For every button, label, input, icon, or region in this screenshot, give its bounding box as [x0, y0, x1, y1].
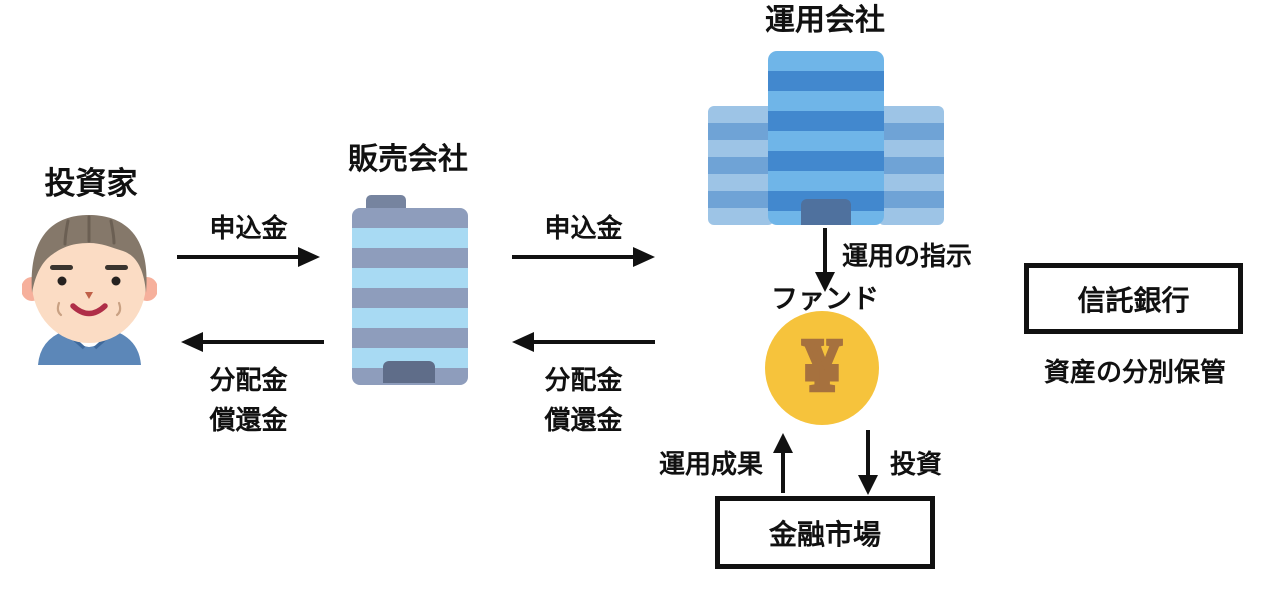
financial-market-box: 金融市場 [715, 496, 935, 569]
yen-coin-icon: ¥ [765, 311, 879, 425]
distribution-money-label-1: 分配金 [209, 366, 288, 395]
sales-company-building-icon [352, 195, 468, 385]
investor-label: 投資家 [44, 166, 138, 201]
trust-bank-box: 信託銀行 [1024, 263, 1243, 334]
arrow-market-to-fund [773, 433, 793, 493]
arrow-management-to-fund [815, 228, 835, 292]
building-left-wing [708, 106, 774, 225]
investment-label: 投資 [889, 450, 942, 479]
arrowhead-down [858, 475, 878, 495]
arrowhead-right [298, 247, 320, 267]
subscription-money-label-1: 申込金 [209, 214, 288, 243]
fund-label: ファンド [771, 284, 879, 314]
financial-market-label: 金融市場 [768, 519, 881, 551]
management-company-building-icon [708, 51, 944, 225]
building-right-wing [878, 106, 944, 225]
arrow-sales-to-investor [181, 332, 324, 352]
arrow-sales-to-management [512, 247, 655, 267]
distribution-money-label-2: 分配金 [544, 366, 623, 395]
arrow-investor-to-sales [177, 247, 320, 267]
redemption-money-label-1: 償還金 [209, 406, 288, 435]
investor-person-icon [22, 215, 157, 365]
subscription-money-label-2: 申込金 [544, 214, 623, 243]
arrow-fund-to-market [858, 430, 878, 495]
arrowhead-right [633, 247, 655, 267]
management-company-label: 運用会社 [765, 4, 885, 37]
redemption-money-label-2: 償還金 [544, 406, 623, 435]
management-results-label: 運用成果 [658, 450, 763, 479]
arrowhead-down [815, 272, 835, 292]
asset-custody-caption: 資産の分別保管 [1043, 358, 1226, 387]
arrowhead-left [181, 332, 203, 352]
management-instruction-label: 運用の指示 [842, 242, 973, 271]
building-door [801, 199, 851, 225]
arrowhead-left [512, 332, 534, 352]
arrow-management-to-sales [512, 332, 655, 352]
arrowhead-up [773, 433, 793, 453]
sales-company-label: 販売会社 [348, 143, 468, 176]
building-door [383, 361, 435, 383]
building-body [352, 208, 468, 385]
trust-bank-label: 信託銀行 [1077, 285, 1190, 317]
yen-symbol: ¥ [801, 322, 843, 409]
building-tower [768, 51, 884, 225]
